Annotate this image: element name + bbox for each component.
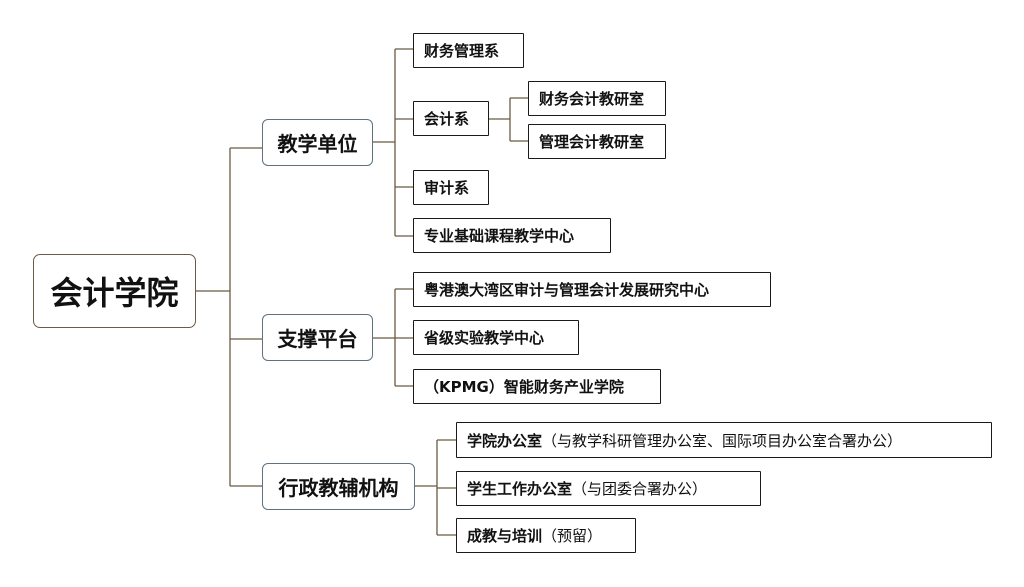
node-fin-acc-office: 财务会计教研室 (528, 81, 666, 116)
node-training: 成教与培训（预留） (456, 518, 636, 553)
node-label: 学生工作办公室 (467, 480, 573, 498)
link-accounting-trunk (489, 98, 511, 141)
node-accounting-dept: 会计系 (413, 101, 489, 136)
node-finance-dept: 财务管理系 (413, 33, 524, 68)
link-teaching-trunk (373, 49, 396, 236)
root-node: 会计学院 (33, 254, 196, 328)
node-mgmt-acc-office: 管理会计教研室 (528, 124, 666, 159)
link-support-trunk (373, 289, 396, 386)
node-dean-office: 学院办公室（与教学科研管理办公室、国际项目办公室合署办公） (456, 422, 992, 458)
link-root-trunk (196, 148, 231, 486)
node-note: （预留） (542, 527, 603, 545)
branch-teaching-units: 教学单位 (262, 119, 373, 166)
node-basic-course-center: 专业基础课程教学中心 (413, 218, 611, 253)
node-note: （与团委合署办公） (572, 480, 708, 498)
node-note: （与教学科研管理办公室、国际项目办公室合署办公） (542, 431, 903, 450)
node-audit-dept: 审计系 (413, 170, 489, 205)
node-kpmg-college: （KPMG）智能财务产业学院 (413, 369, 661, 404)
branch-admin-units: 行政教辅机构 (262, 463, 415, 510)
branch-support-platforms: 支撑平台 (262, 314, 373, 361)
node-student-office: 学生工作办公室（与团委合署办公） (456, 471, 761, 506)
link-admin-trunk (415, 440, 438, 535)
node-label: 学院办公室 (467, 431, 543, 450)
node-lab-teaching-center: 省级实验教学中心 (413, 320, 579, 355)
node-gba-research-center: 粤港澳大湾区审计与管理会计发展研究中心 (413, 272, 771, 307)
node-label: 成教与培训 (467, 527, 543, 545)
